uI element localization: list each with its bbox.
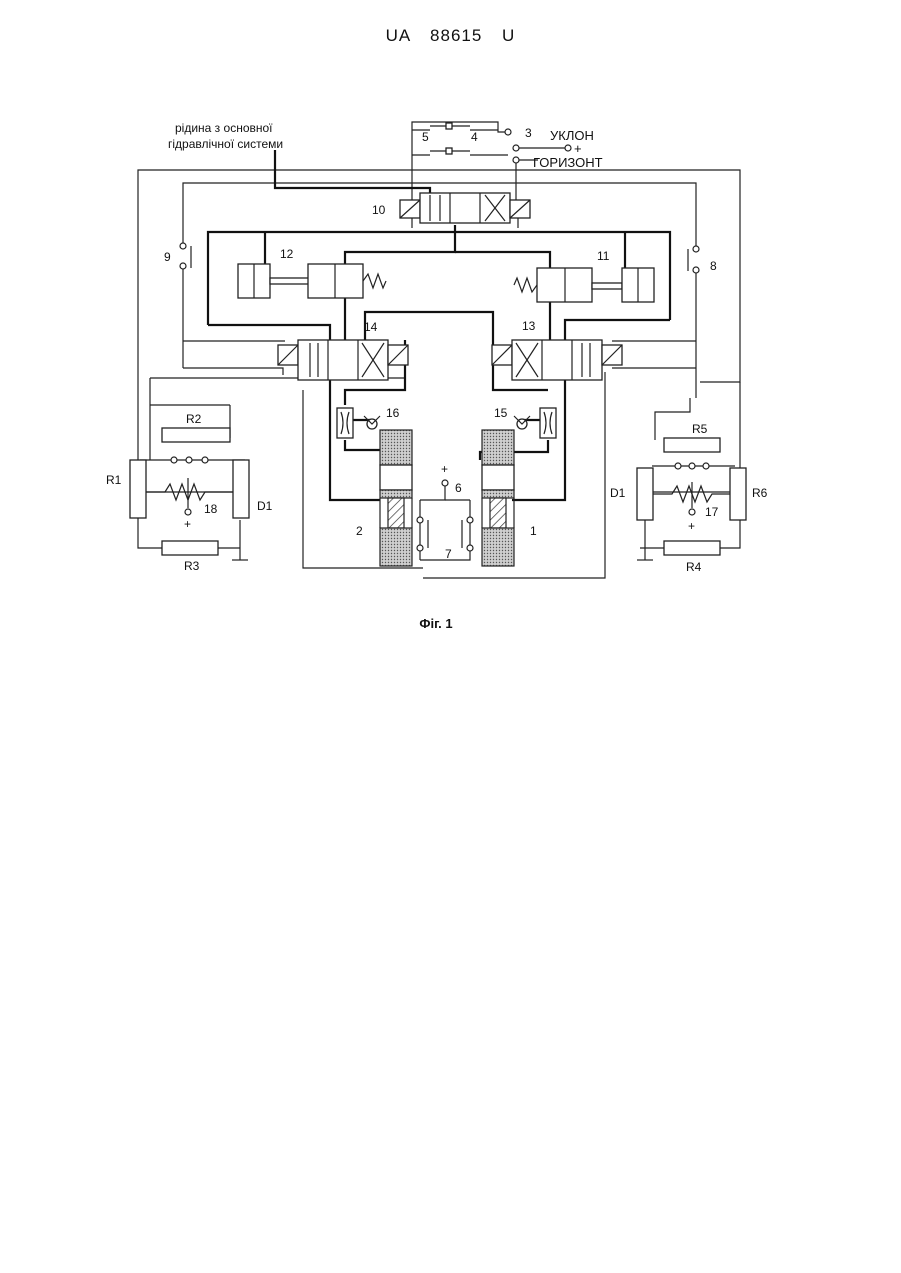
label-d1-right: D1 xyxy=(610,486,626,500)
label-n9: 9 xyxy=(164,250,171,264)
cylinder-11 xyxy=(514,268,654,302)
label-d1-left: D1 xyxy=(257,499,273,513)
throttle-check-15 xyxy=(514,408,556,438)
label-n13: 13 xyxy=(522,319,536,333)
label-n5: 5 xyxy=(422,130,429,144)
label-r6: R6 xyxy=(752,486,768,500)
label-n14: 14 xyxy=(364,320,378,334)
label-n16: 16 xyxy=(386,406,400,420)
valve-13 xyxy=(492,340,622,380)
valve-14 xyxy=(278,340,408,380)
lift-cylinder-1 xyxy=(482,430,514,566)
valve-10 xyxy=(400,193,530,228)
label-plus-right: + xyxy=(688,519,695,533)
label-n8: 8 xyxy=(710,259,717,273)
label-n7: 7 xyxy=(445,547,452,561)
figure-caption: Фіг. 1 xyxy=(0,616,872,631)
label-n15: 15 xyxy=(494,406,508,420)
right-measuring-bridge xyxy=(637,438,746,555)
hydraulic-schematic: рідина з основної гідравлічної системи У… xyxy=(0,0,901,640)
label-n3: 3 xyxy=(525,126,532,140)
label-n4: 4 xyxy=(471,130,478,144)
label-n6: 6 xyxy=(455,481,462,495)
lift-cylinder-2 xyxy=(380,430,412,566)
label-plus-left: + xyxy=(184,517,191,531)
label-r1: R1 xyxy=(106,473,122,487)
label-n2: 2 xyxy=(356,524,363,538)
label-incline: УКЛОН xyxy=(550,128,594,143)
label-n17: 17 xyxy=(705,505,719,519)
label-fluid-source-1: рідина з основної xyxy=(175,121,273,135)
label-n11: 11 xyxy=(597,249,610,263)
label-n12: 12 xyxy=(280,247,294,261)
label-r4: R4 xyxy=(686,560,702,574)
label-horizon: ГОРИЗОНТ xyxy=(533,155,603,170)
label-r2: R2 xyxy=(186,412,202,426)
throttle-check-16 xyxy=(337,408,380,438)
label-n1: 1 xyxy=(530,524,537,538)
label-plus-top: + xyxy=(574,141,582,156)
cylinder-12 xyxy=(238,264,386,298)
label-n18: 18 xyxy=(204,502,218,516)
label-r5: R5 xyxy=(692,422,708,436)
label-plus-center: + xyxy=(441,462,448,476)
label-r3: R3 xyxy=(184,559,200,573)
label-fluid-source-2: гідравлічної системи xyxy=(168,137,283,151)
label-n10: 10 xyxy=(372,203,386,217)
